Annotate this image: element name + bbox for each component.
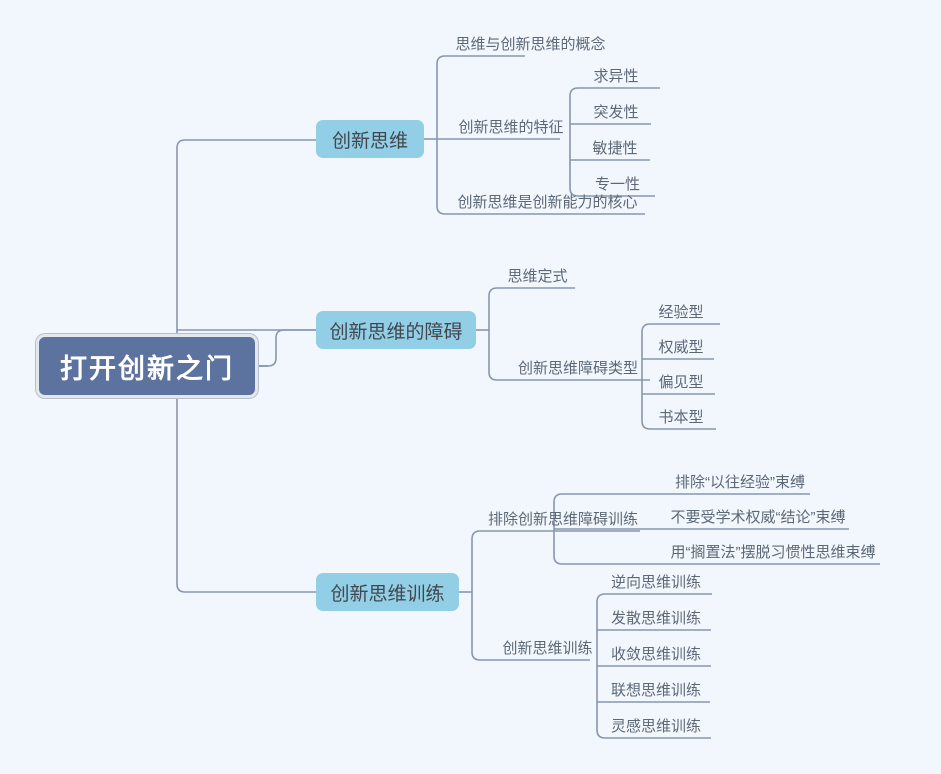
branch-node-label: 创新思维 (331, 130, 408, 152)
leaf-node-divergent-thinking[interactable]: 发散思维训练 (601, 600, 711, 630)
leaf-node-textbook-type[interactable]: 书本型 (646, 399, 716, 429)
leaf-node-label: 不要受学术权威“结论”束缚 (670, 508, 846, 526)
leaf-node-shelving-method[interactable]: 用“搁置法”摆脱习惯性思维束缚 (666, 534, 880, 564)
leaf-node-authority-type[interactable]: 权威型 (646, 329, 716, 359)
leaf-node-label: 敏捷性 (592, 139, 638, 157)
branch-node-label: 创新思维的障碍 (329, 321, 463, 343)
leaf-node-label: 求异性 (593, 67, 639, 85)
leaf-node-remove-obstacles-training[interactable]: 排除创新思维障碍训练 (486, 501, 640, 531)
leaf-node-prejudice-type[interactable]: 偏见型 (646, 364, 716, 394)
leaf-node-label: 排除创新思维障碍训练 (487, 510, 638, 528)
leaf-node-associative-thinking[interactable]: 联想思维训练 (601, 672, 711, 702)
leaf-node-label: 用“搁置法”摆脱习惯性思维束缚 (670, 543, 876, 561)
leaf-node-thinking-pattern[interactable]: 思维定式 (500, 258, 575, 288)
leaf-node-remove-past-experience[interactable]: 排除“以往经验”束缚 (670, 464, 810, 494)
leaf-node-label: 联想思维训练 (610, 681, 701, 699)
leaf-node-label: 权威型 (658, 338, 704, 356)
leaf-node-seek-difference[interactable]: 求异性 (581, 58, 651, 88)
branch-node-innovative-thinking[interactable]: 创新思维 (316, 120, 424, 158)
leaf-node-label: 灵感思维训练 (610, 717, 701, 735)
leaf-node-label: 发散思维训练 (610, 609, 701, 627)
branch-node-label: 创新思维训练 (330, 583, 445, 605)
leaf-node-avoid-authority-conclusion[interactable]: 不要受学术权威“结论”束缚 (667, 499, 849, 529)
leaf-node-experience-type[interactable]: 经验型 (646, 294, 716, 324)
leaf-node-label: 思维定式 (507, 267, 568, 285)
branch-node-thinking-obstacles[interactable]: 创新思维的障碍 (316, 311, 476, 349)
leaf-node-label: 创新思维障碍类型 (517, 359, 638, 377)
leaf-node-label: 突发性 (593, 103, 639, 121)
leaf-node-label: 排除“以往经验”束缚 (675, 473, 805, 491)
leaf-node-label: 创新思维训练 (502, 639, 593, 657)
leaf-node-focus[interactable]: 专一性 (580, 166, 655, 196)
leaf-node-label: 思维与创新思维的概念 (455, 35, 606, 53)
leaf-node-label: 书本型 (658, 408, 704, 426)
branch-node-thinking-training[interactable]: 创新思维训练 (316, 573, 459, 611)
leaf-node-innovative-thinking-training[interactable]: 创新思维训练 (490, 630, 605, 660)
leaf-node-label: 经验型 (658, 303, 704, 321)
root-node-label: 打开创新之门 (60, 353, 234, 384)
leaf-node-label: 逆向思维训练 (610, 573, 701, 591)
leaf-node-label: 偏见型 (658, 373, 704, 391)
leaf-node-inspiration-thinking[interactable]: 灵感思维训练 (601, 708, 711, 738)
root-node[interactable]: 打开创新之门 (36, 334, 258, 398)
leaf-node-characteristics[interactable]: 创新思维的特征 (452, 109, 570, 139)
root-mid-connector (258, 329, 316, 367)
leaf-node-label: 创新思维是创新能力的核心 (457, 193, 638, 211)
leaf-node-suddenness[interactable]: 突发性 (581, 94, 651, 124)
leaf-node-core-of-innovation[interactable]: 创新思维是创新能力的核心 (450, 184, 645, 214)
leaf-node-convergent-thinking[interactable]: 收敛思维训练 (601, 636, 711, 666)
leaf-node-label: 收敛思维训练 (610, 645, 701, 663)
leaf-node-obstacle-types[interactable]: 创新思维障碍类型 (506, 350, 650, 380)
leaf-node-concept-of-thinking[interactable]: 思维与创新思维的概念 (449, 26, 612, 56)
leaf-node-label: 创新思维的特征 (458, 118, 564, 136)
leaf-node-label: 专一性 (594, 175, 640, 193)
leaf-node-reverse-thinking[interactable]: 逆向思维训练 (601, 564, 711, 594)
leaf-node-agility[interactable]: 敏捷性 (580, 130, 650, 160)
